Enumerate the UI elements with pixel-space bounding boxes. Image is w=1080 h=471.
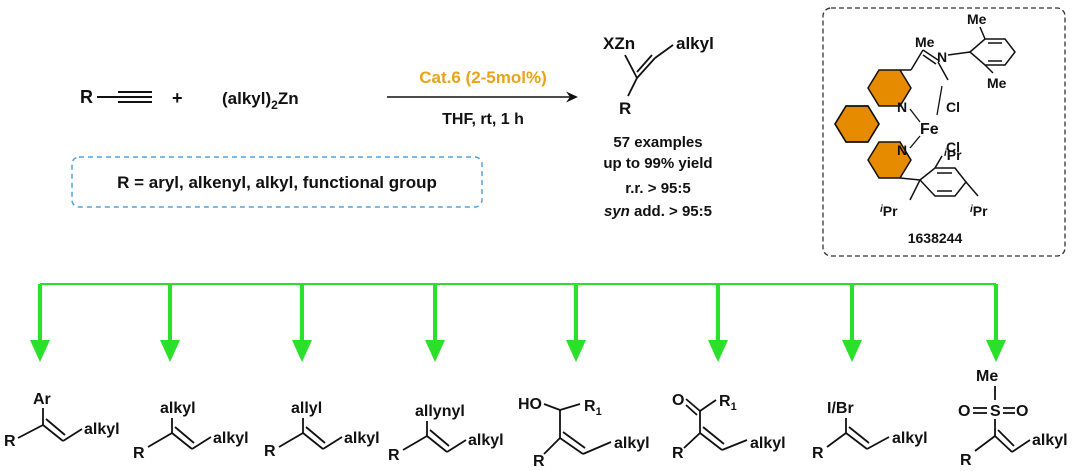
ipr-left-label: iPr bbox=[880, 203, 898, 219]
svg-text:R: R bbox=[533, 453, 545, 470]
scope-note: R = aryl, alkenyl, alkyl, functional gro… bbox=[117, 173, 437, 192]
n-lower-label: N bbox=[897, 142, 907, 158]
product-aryl-alkene: Ar R alkyl bbox=[4, 391, 120, 450]
arrow-to-product-8 bbox=[986, 284, 1006, 362]
plus-sign: + bbox=[172, 88, 183, 108]
svg-text:R: R bbox=[264, 443, 276, 460]
svg-text:R1: R1 bbox=[719, 393, 737, 413]
regio-ratio: r.r. > 95:5 bbox=[625, 180, 690, 197]
arrow-to-product-1 bbox=[30, 284, 50, 362]
product-enone: O R1 R alkyl bbox=[672, 392, 786, 462]
product-r: R bbox=[619, 99, 631, 118]
vinylzinc-product: XZn alkyl R bbox=[603, 34, 714, 118]
svg-text:alkyl: alkyl bbox=[84, 421, 120, 438]
svg-text:alkyl: alkyl bbox=[468, 432, 504, 449]
dimethylphenyl-ring bbox=[968, 26, 1016, 74]
top-methyl-label: Me bbox=[967, 11, 987, 27]
svg-text:allyl: allyl bbox=[291, 400, 322, 417]
reaction-arrow bbox=[387, 91, 578, 103]
svg-text:R: R bbox=[388, 447, 400, 464]
ipr-upper-label: iPr bbox=[944, 147, 962, 163]
product-allylic-alcohol: HO R1 R alkyl bbox=[518, 396, 650, 470]
reactant-r: R bbox=[80, 87, 93, 107]
svg-text:R: R bbox=[4, 433, 16, 450]
imine-methyl-label: Me bbox=[915, 34, 935, 50]
product-dialkyl-alkene: alkyl R alkyl bbox=[133, 400, 249, 462]
arrow-to-product-4 bbox=[425, 284, 445, 362]
branch-arrows bbox=[30, 283, 1006, 362]
svg-text:alkyl: alkyl bbox=[750, 435, 786, 452]
svg-text:S: S bbox=[990, 403, 1001, 420]
conditions-label: THF, rt, 1 h bbox=[442, 111, 524, 128]
svg-text:alkyl: alkyl bbox=[1032, 432, 1068, 449]
triisopropylphenyl-ring bbox=[899, 155, 979, 201]
product-xzn: XZn bbox=[603, 34, 635, 53]
arrow-to-product-3 bbox=[292, 284, 312, 362]
scope-note-box: R = aryl, alkenyl, alkyl, functional gro… bbox=[71, 156, 483, 208]
n-upper-label: N bbox=[897, 99, 907, 115]
svg-text:HO: HO bbox=[518, 396, 542, 413]
svg-text:O: O bbox=[672, 392, 684, 409]
chloride-1-label: Cl bbox=[946, 99, 960, 115]
product-allyl-alkene: allyl R alkyl bbox=[264, 400, 380, 460]
svg-text:alkyl: alkyl bbox=[614, 435, 650, 452]
svg-text:alkyl: alkyl bbox=[344, 430, 380, 447]
max-yield: up to 99% yield bbox=[603, 155, 712, 172]
phenanthroline-core bbox=[834, 69, 912, 179]
product-vinyl-sulfone: Me S O O R alkyl bbox=[958, 368, 1068, 469]
ipr-right-label: iPr bbox=[970, 203, 988, 219]
svg-text:Me: Me bbox=[976, 368, 998, 385]
svg-text:alkyl: alkyl bbox=[213, 430, 249, 447]
svg-text:R1: R1 bbox=[584, 398, 602, 418]
right-methyl-label: Me bbox=[987, 75, 1007, 91]
svg-text:allynyl: allynyl bbox=[415, 403, 465, 420]
ccdc-number: 1638244 bbox=[908, 230, 963, 246]
iron-label: Fe bbox=[920, 121, 939, 138]
svg-text:alkyl: alkyl bbox=[892, 430, 928, 447]
imine-arm bbox=[900, 49, 971, 81]
reactant-alkyne: R bbox=[80, 87, 152, 107]
svg-text:alkyl: alkyl bbox=[160, 400, 196, 417]
product-vinyl-halide: I/Br R alkyl bbox=[812, 400, 928, 462]
arrow-to-product-7 bbox=[842, 284, 862, 362]
catalyst-structure-box: Me N Me Me N N Fe Cl Cl iPr bbox=[822, 7, 1066, 257]
svg-text:I/Br: I/Br bbox=[827, 400, 854, 417]
examples-count: 57 examples bbox=[613, 134, 702, 151]
svg-text:O: O bbox=[958, 403, 970, 420]
product-allynyl-alkene: allynyl R alkyl bbox=[388, 403, 504, 464]
chloride-2-label: Cl bbox=[946, 139, 960, 155]
svg-text:R: R bbox=[812, 445, 824, 462]
svg-text:O: O bbox=[1016, 403, 1028, 420]
svg-text:R: R bbox=[672, 445, 684, 462]
svg-text:Ar: Ar bbox=[33, 391, 51, 408]
syn-selectivity: syn add. > 95:5 bbox=[604, 203, 712, 220]
product-alkyl: alkyl bbox=[676, 34, 714, 53]
svg-text:R: R bbox=[133, 445, 145, 462]
catalyst-label: Cat.6 (2-5mol%) bbox=[419, 68, 547, 87]
arrow-to-product-6 bbox=[708, 284, 728, 362]
imine-n-label: N bbox=[937, 49, 947, 65]
dialkylzinc-reagent: (alkyl)2Zn bbox=[222, 89, 299, 112]
svg-text:R: R bbox=[960, 452, 972, 469]
arrow-to-product-2 bbox=[160, 284, 180, 362]
arrow-to-product-5 bbox=[566, 284, 586, 362]
